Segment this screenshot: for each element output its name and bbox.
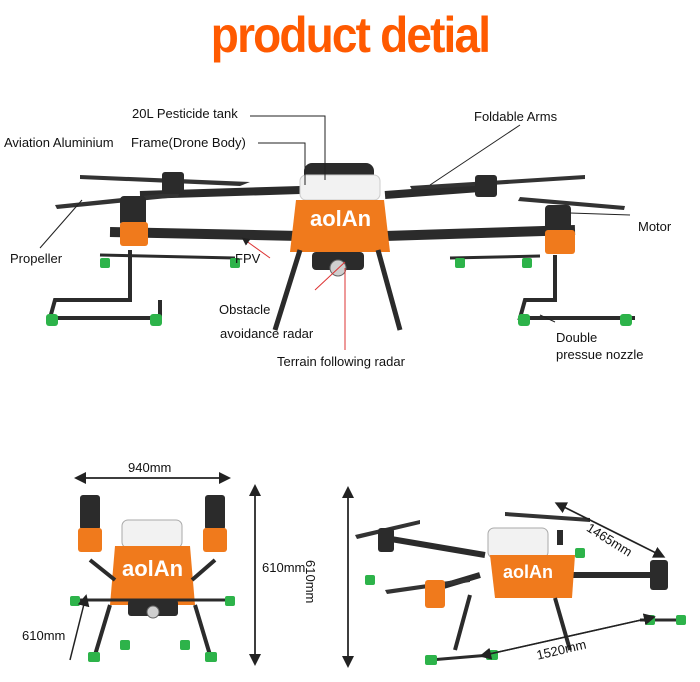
page-title: product detial bbox=[210, 7, 491, 63]
brand-logo-main: aolAn bbox=[310, 206, 372, 231]
front-view-drone bbox=[70, 495, 235, 662]
leader-lines bbox=[39, 115, 631, 350]
dim-iso-height: 610mm bbox=[303, 560, 318, 604]
label-nozzle-double: Double bbox=[556, 330, 598, 345]
main-drone bbox=[46, 163, 635, 331]
isometric-drone bbox=[355, 512, 686, 665]
label-fpv: FPV bbox=[235, 251, 261, 266]
label-pesticide-tank: 20L Pesticide tank bbox=[132, 106, 238, 121]
label-obstacle-radar: avoidance radar bbox=[220, 326, 314, 341]
label-nozzle-pressure: pressue nozzle bbox=[556, 347, 644, 362]
label-frame: Frame(Drone Body) bbox=[131, 135, 246, 150]
iso-dimension-arrows bbox=[342, 486, 666, 668]
label-aviation-aluminium: Aviation Aluminium bbox=[4, 135, 114, 150]
label-foldable-arms: Foldable Arms bbox=[474, 109, 558, 124]
dim-front-height: 610mm bbox=[262, 560, 306, 575]
dim-front-depth: 610mm bbox=[22, 628, 66, 643]
dim-front-width: 940mm bbox=[128, 460, 172, 475]
label-motor: Motor bbox=[638, 219, 672, 234]
label-obstacle: Obstacle bbox=[219, 302, 271, 317]
brand-logo-front: aolAn bbox=[122, 556, 184, 581]
label-terrain-radar: Terrain following radar bbox=[277, 354, 405, 369]
brand-logo-iso: aolAn bbox=[503, 562, 554, 582]
label-propeller: Propeller bbox=[10, 251, 63, 266]
front-dimension-arrows bbox=[69, 472, 261, 666]
